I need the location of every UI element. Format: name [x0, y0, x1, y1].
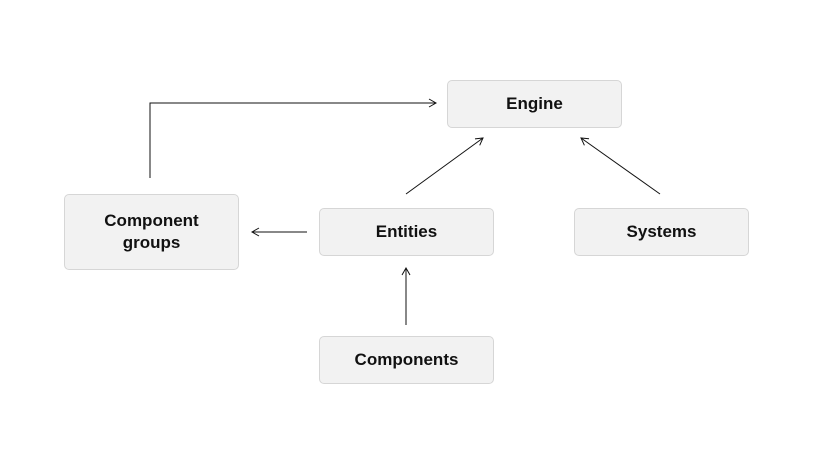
node-components: Components — [319, 336, 494, 384]
edge-systems-to-engine — [580, 137, 661, 195]
node-systems: Systems — [574, 208, 749, 256]
node-systems-label: Systems — [626, 222, 697, 241]
node-entities: Entities — [319, 208, 494, 256]
node-engine-label: Engine — [506, 94, 563, 113]
node-components-label: Components — [354, 350, 459, 369]
edge-entities-to-engine — [405, 137, 484, 195]
node-engine: Engine — [447, 80, 622, 128]
edge-component-groups-to-engine — [149, 98, 438, 178]
node-component-groups: Component groups — [64, 194, 239, 270]
node-entities-label: Entities — [375, 222, 438, 241]
node-component-groups-label: Component groups — [104, 211, 199, 252]
